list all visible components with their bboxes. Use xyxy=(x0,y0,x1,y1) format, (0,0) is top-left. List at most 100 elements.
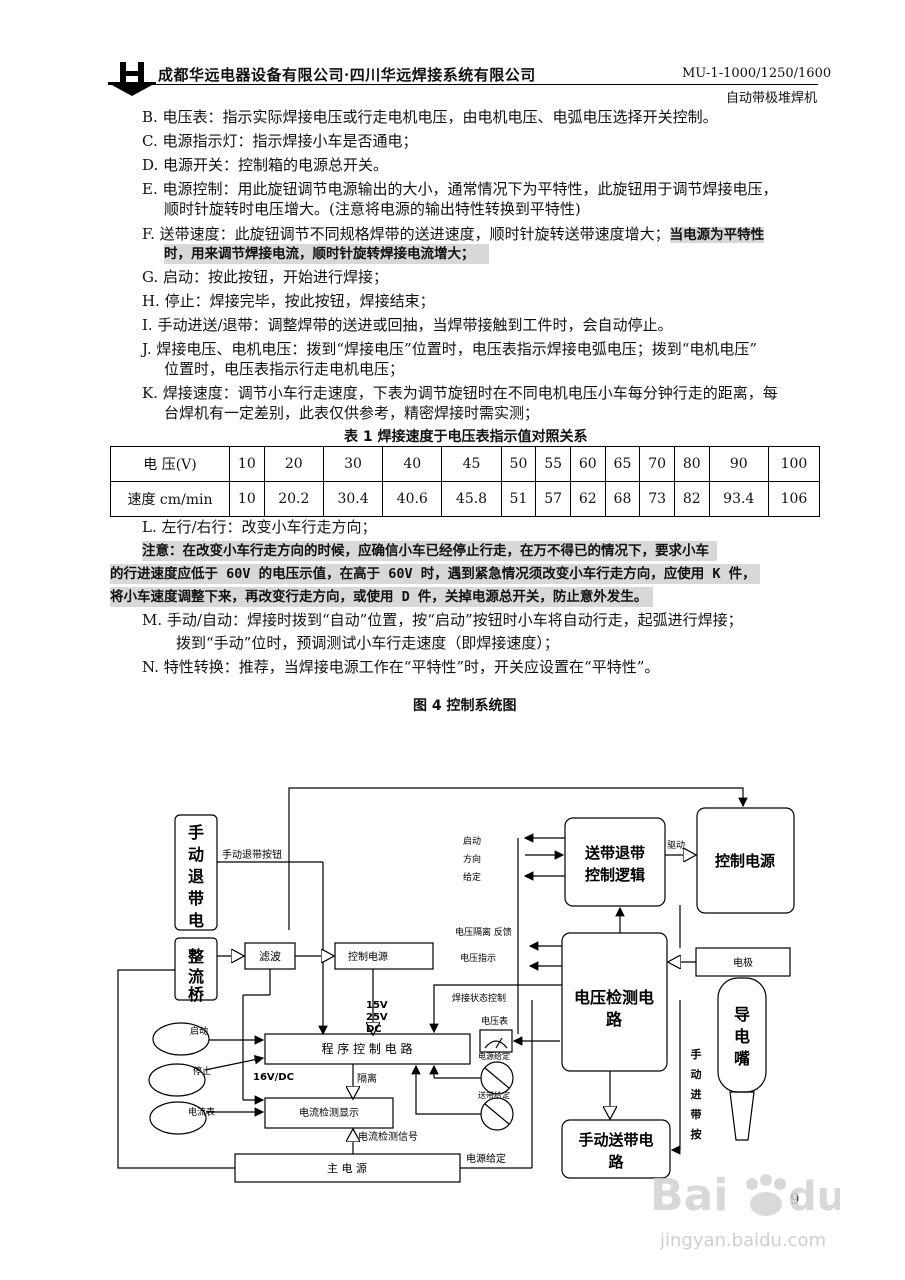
manual-retract-box xyxy=(174,814,218,931)
table-cell: 45 xyxy=(441,446,502,482)
table-cell: 65 xyxy=(604,446,641,482)
table-cell: 62 xyxy=(569,481,606,517)
svg-text:Bai: Bai xyxy=(650,1170,728,1221)
program-control-label: 程 序 控 制 电 路 xyxy=(321,1041,412,1056)
start-dir-set-label: 启动方向给定 xyxy=(463,835,481,883)
item-k-cont: 台焊机有一定差别，此表仅供参考，精密焊接时需实测； xyxy=(164,404,540,422)
v16-label: 16V/DC xyxy=(253,1072,294,1083)
voltage-detect-label: 电压检测电路 xyxy=(574,988,654,1029)
stop-label: 停止 xyxy=(193,1065,211,1077)
manual-feed-box xyxy=(561,1119,671,1179)
item-h: H. 停止：焊接完毕，按此按钮，焊接结束； xyxy=(142,292,435,310)
figure-caption: 图 4 控制系统图 xyxy=(413,698,517,714)
table-caption: 表 1 焊接速度于电压表指示值对照关系 xyxy=(344,429,588,445)
manual-feed-button-label: 手动进带按 xyxy=(691,1047,702,1141)
control-power-main-label: 控制电源 xyxy=(715,852,775,870)
note-line-1: 注意：在改变小车行走方向的时候，应确信小车已经停止行走，在万不得已的情况下，要求… xyxy=(142,541,717,561)
table-cell: 10 xyxy=(229,481,265,517)
table-cell: 20.2 xyxy=(263,481,324,517)
current-display-box xyxy=(264,1097,394,1129)
table-cell: 30 xyxy=(322,446,384,482)
rectifier-label: 整流桥 xyxy=(187,947,205,1004)
filter-label: 滤波 xyxy=(259,950,281,963)
voltmeter-label: 电压表 xyxy=(481,1015,508,1027)
electrode-label: 电极 xyxy=(733,956,753,969)
model-number: MU-1-1000/1250/1600 xyxy=(682,66,832,81)
manual-retract-box-label: 手动退带电 xyxy=(188,823,204,930)
voltage-detect-box xyxy=(561,932,668,1072)
table-cell: 90 xyxy=(708,446,769,482)
baidu-watermark: Bai du jingyan.baidu.com xyxy=(650,1170,840,1251)
power-set-label: 电源给定 xyxy=(466,1152,506,1165)
item-e: E. 电源控制：用此旋钮调节电源输出的大小，通常情况下为平特性，此旋钮用于调节焊… xyxy=(142,180,778,198)
item-i: I. 手动进送/退带：调整焊带的送进或回抽，当焊带接触到工件时，会自动停止。 xyxy=(142,316,673,334)
item-e-cont: 顺时针旋转时电压增大。(注意将电源的输出特性转换到平特性) xyxy=(164,200,581,218)
drive-label: 驱动 xyxy=(667,840,685,851)
table-cell: 55 xyxy=(535,446,571,482)
table-cell: 40.6 xyxy=(382,481,443,517)
item-c: C. 电源指示灯：指示焊接小车是否通电； xyxy=(142,132,418,150)
table-row: 速度 cm/min 10 20.2 30.4 40.6 45.8 51 57 6… xyxy=(110,481,821,517)
item-m: M. 手动/自动：焊接时拨到“自动”位置，按“启动”按钮时小车将自动行走，起弧进… xyxy=(142,611,743,629)
feed-knob-label: 送带给定 xyxy=(478,1090,510,1100)
ammeter-label: 电流表 xyxy=(188,1106,215,1118)
voltage-indication-label: 电压指示 xyxy=(460,952,496,964)
company-logo xyxy=(108,62,156,96)
company-name: 成都华远电器设备有限公司·四川华远焊接系统有限公司 xyxy=(158,66,536,84)
power-knob-label: 电源给定 xyxy=(478,1051,510,1061)
control-power-label: 控制电源 xyxy=(348,950,388,963)
item-l: L. 左行/右行：改变小车行走方向； xyxy=(142,518,377,536)
rectifier-box xyxy=(174,937,218,1001)
table-cell: 100 xyxy=(767,446,821,482)
table-header-voltage: 电 压(V) xyxy=(110,446,230,482)
table-cell: 45.8 xyxy=(441,481,502,517)
table-cell: 106 xyxy=(767,481,821,517)
manual-retract-button-label: 手动退带按钮 xyxy=(222,848,282,861)
start-button xyxy=(152,1022,210,1056)
table-cell: 30.4 xyxy=(322,481,384,517)
current-signal-label: 电流检测信号 xyxy=(358,1130,418,1143)
manual-feed-circuit-label: 手动送带电路 xyxy=(578,1131,653,1171)
header-rule xyxy=(108,84,818,85)
item-m-cont: 拨到“手动”位时，预调测试小车行走速度（即焊接速度）； xyxy=(176,634,559,652)
item-g: G. 启动：按此按钮，开始进行焊接； xyxy=(142,268,388,286)
nozzle-label: 导电嘴 xyxy=(734,1005,750,1068)
table-cell: 10 xyxy=(229,446,265,482)
weld-state-label: 焊接状态控制 xyxy=(452,992,506,1004)
item-j-cont: 位置时，电压表指示行走电机电压； xyxy=(164,360,405,378)
ammeter-circle xyxy=(149,1101,207,1135)
header-subtitle: 自动带极堆焊机 xyxy=(726,91,818,106)
table-cell: 60 xyxy=(569,446,606,482)
table-cell: 57 xyxy=(535,481,571,517)
table-header-speed: 速度 cm/min xyxy=(110,481,230,517)
voltmeter-box xyxy=(479,1029,513,1053)
speed-table: 电 压(V) 10 20 30 40 45 50 55 60 65 70 80 … xyxy=(110,446,821,517)
iso-feedback-label: 电压隔离 反馈 xyxy=(455,926,512,938)
main-power-label: 主 电 源 xyxy=(327,1161,367,1175)
feed-logic-box xyxy=(564,817,666,907)
table-cell: 93.4 xyxy=(708,481,769,517)
item-f-highlight: 当电源为平特性 xyxy=(669,227,765,243)
isolation-label: 隔离 xyxy=(357,1072,377,1085)
current-display-label: 电流检测显示 xyxy=(299,1106,359,1119)
item-f: F. 送带速度：此旋钮调节不同规格焊带的送进速度，顺时针旋转送带速度增大；当电源… xyxy=(142,224,765,245)
watermark-url: jingyan.baidu.com xyxy=(659,1230,826,1251)
control-power-box xyxy=(334,942,434,970)
page-number: 9 xyxy=(790,1190,800,1208)
svg-text:du: du xyxy=(788,1174,840,1220)
table-cell: 51 xyxy=(500,481,537,517)
note-line-3: 将小车速度调整下来，再改变行走方向，或使用 D 件，关掉电源总开关，防止意外发生… xyxy=(110,587,654,607)
item-k: K. 焊接速度：调节小车行走速度，下表为调节旋钮时在不同电机电压小车每分钟行走的… xyxy=(142,384,778,402)
item-f-highlight-cont: 时，用来调节焊接电流，顺时针旋转焊接电流增大； xyxy=(164,244,489,264)
item-j: J. 焊接电压、电机电压：拨到“焊接电压”位置时，电压表指示焊接电弧电压；拨到“… xyxy=(142,340,758,358)
item-b: B. 电压表：指示实际焊接电压或行走电机电压，由电机电压、电弧电压选择开关控制。 xyxy=(142,108,718,126)
table-cell: 82 xyxy=(673,481,710,517)
table-cell: 40 xyxy=(382,446,443,482)
item-n: N. 特性转换：推荐，当焊接电源工作在“平特性”时，开关应设置在“平特性”。 xyxy=(142,658,660,676)
nozzle-tip xyxy=(729,1091,755,1141)
program-control-box xyxy=(264,1033,471,1065)
start-label: 启动 xyxy=(190,1025,208,1037)
stop-button xyxy=(148,1063,206,1097)
